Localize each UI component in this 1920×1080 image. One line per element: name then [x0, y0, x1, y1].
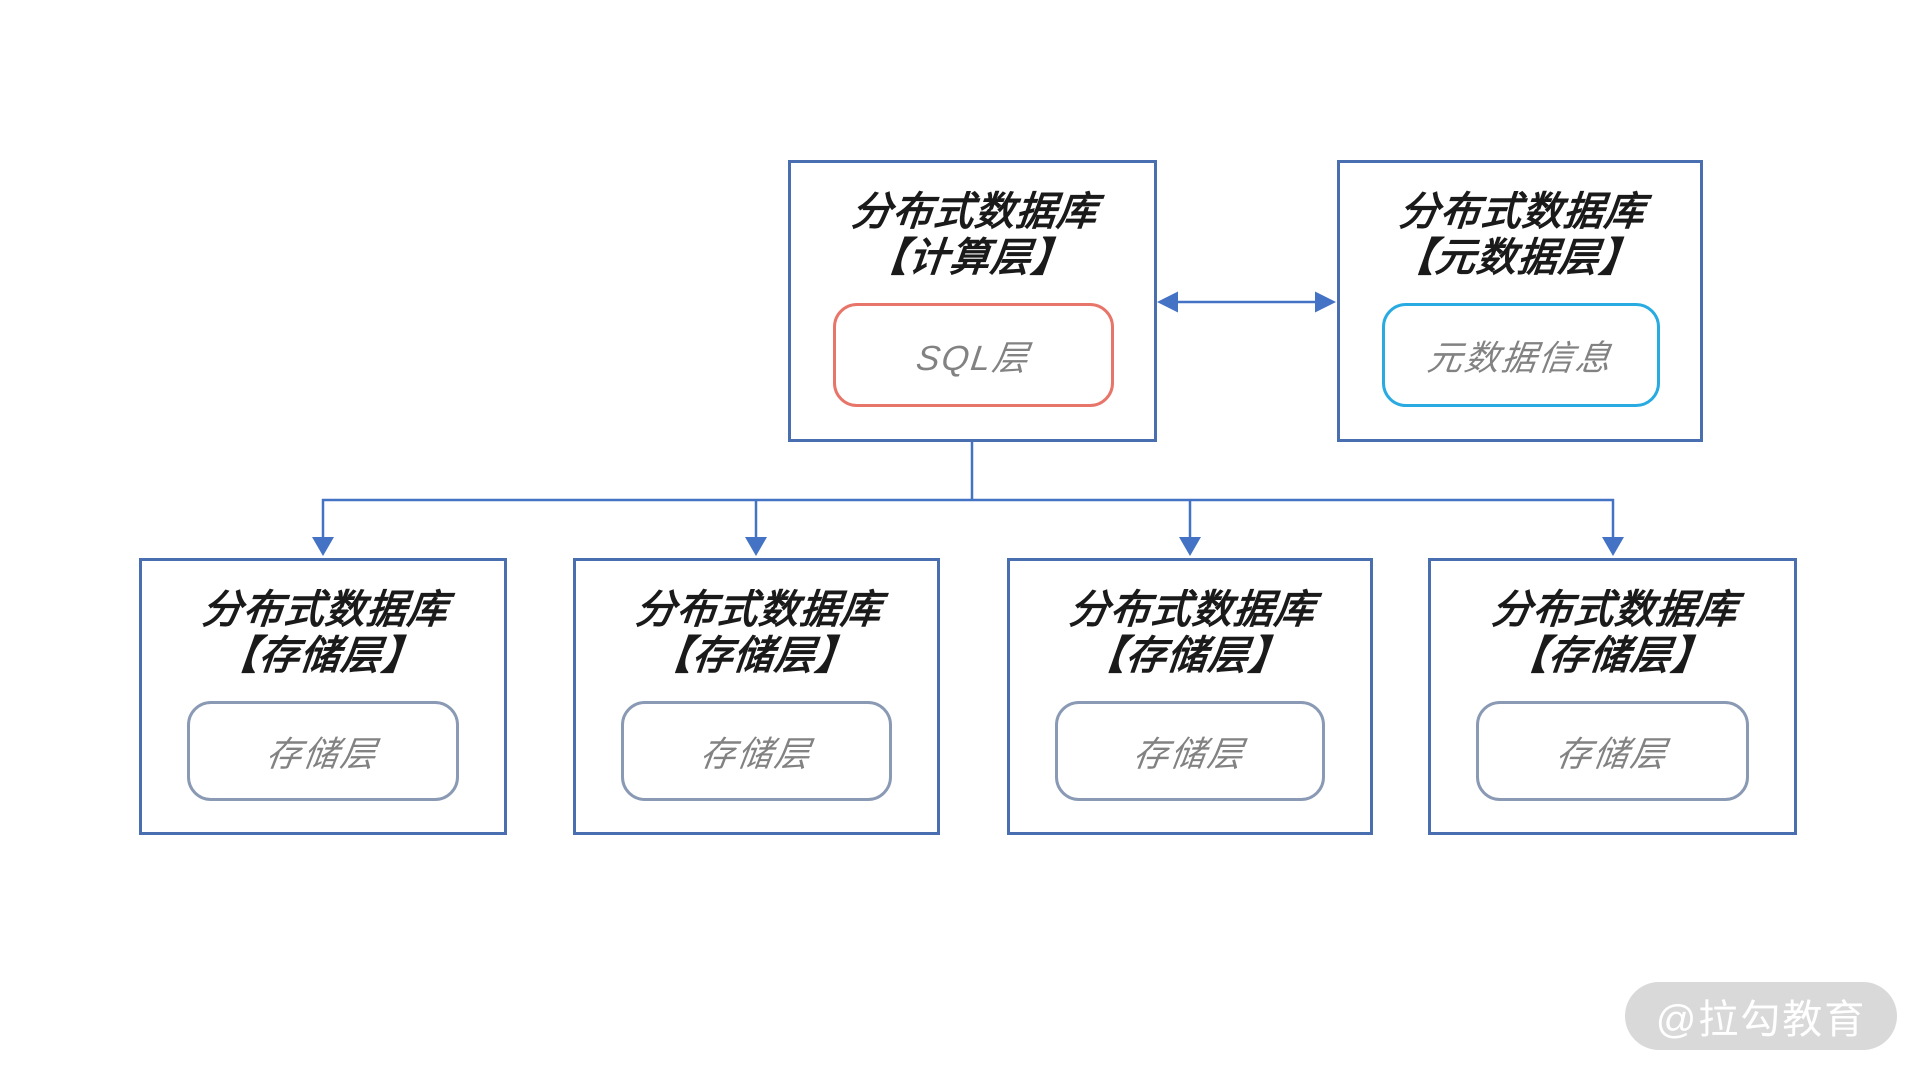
node-storage-3-title: 分布式数据库 【存储层】 [1005, 587, 1375, 679]
node-storage-2-title: 分布式数据库 【存储层】 [571, 587, 942, 679]
node-storage-1-title: 分布式数据库 【存储层】 [137, 587, 509, 679]
node-compute-layer: 分布式数据库 【计算层】 SQL层 [788, 160, 1157, 442]
inner-box-metadata-info: 元数据信息 [1382, 303, 1660, 407]
node-compute-title-line2: 【计算层】 [865, 236, 1075, 280]
node-metadata-layer: 分布式数据库 【元数据层】 元数据信息 [1337, 160, 1703, 442]
inner-box-storage-1: 存储层 [187, 701, 459, 801]
inner-box-storage-2: 存储层 [621, 701, 892, 801]
node-storage-4-title-line1: 分布式数据库 [1489, 588, 1741, 632]
inner-box-storage-1-label: 存储层 [264, 734, 381, 774]
node-compute-title-line1: 分布式数据库 [849, 190, 1101, 234]
inner-box-storage-4: 存储层 [1476, 701, 1749, 801]
node-storage-2-title-line2: 【存储层】 [649, 634, 859, 678]
inner-box-storage-4-label: 存储层 [1553, 734, 1671, 774]
node-storage-1-title-line2: 【存储层】 [215, 634, 426, 678]
watermark-text: @拉勾教育 [1655, 998, 1867, 1042]
node-metadata-title-line1: 分布式数据库 [1397, 190, 1648, 234]
inner-box-metadata-info-label: 元数据信息 [1425, 338, 1616, 378]
node-compute-title: 分布式数据库 【计算层】 [786, 189, 1159, 281]
inner-box-sql-layer-label: SQL层 [913, 338, 1033, 378]
node-storage-layer-1: 分布式数据库 【存储层】 存储层 [139, 558, 507, 835]
node-storage-1-title-line1: 分布式数据库 [200, 588, 451, 632]
node-metadata-title-line2: 【元数据层】 [1392, 236, 1643, 280]
inner-box-storage-3: 存储层 [1055, 701, 1325, 801]
node-storage-4-title-line2: 【存储层】 [1505, 634, 1715, 678]
arrowhead-right-icon [1315, 291, 1336, 313]
node-storage-layer-3: 分布式数据库 【存储层】 存储层 [1007, 558, 1373, 835]
inner-box-sql-layer: SQL层 [833, 303, 1114, 407]
arrowhead-down-storage-1-icon [312, 537, 334, 556]
node-storage-3-title-line2: 【存储层】 [1082, 634, 1293, 678]
arrowhead-down-storage-4-icon [1602, 537, 1624, 556]
arrowhead-down-storage-3-icon [1179, 537, 1201, 556]
node-storage-4-title: 分布式数据库 【存储层】 [1426, 587, 1799, 679]
arrowhead-left-icon [1157, 291, 1178, 313]
inner-box-storage-3-label: 存储层 [1131, 734, 1248, 774]
node-storage-3-title-line1: 分布式数据库 [1067, 588, 1318, 632]
node-storage-layer-2: 分布式数据库 【存储层】 存储层 [573, 558, 940, 835]
node-storage-layer-4: 分布式数据库 【存储层】 存储层 [1428, 558, 1797, 835]
node-metadata-title: 分布式数据库 【元数据层】 [1335, 189, 1705, 281]
inner-box-storage-2-label: 存储层 [697, 734, 815, 774]
watermark-badge: @拉勾教育 [1625, 982, 1897, 1050]
node-storage-2-title-line1: 分布式数据库 [633, 588, 885, 632]
arrowhead-down-storage-2-icon [745, 537, 767, 556]
